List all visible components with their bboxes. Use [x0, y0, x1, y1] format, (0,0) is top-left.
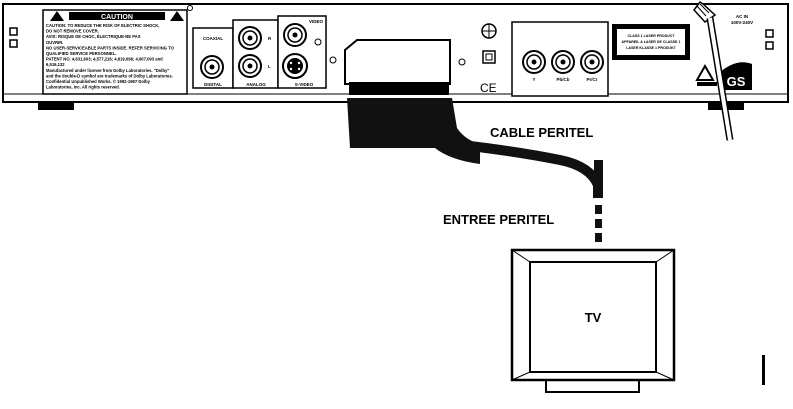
cable-bend: [469, 141, 603, 198]
double-insulation-icon: [482, 50, 496, 64]
caution-text-line: 6,516,132: [46, 62, 65, 67]
tv-label: TV: [585, 310, 602, 325]
analog-audio-jacks: R L ANALOG: [232, 19, 279, 89]
panel-foot-left: [38, 100, 74, 110]
warning-triangle-right-icon: [170, 11, 184, 21]
ac-voltage-label: 100V-240V: [731, 20, 753, 25]
scart-cable: [347, 82, 603, 242]
caution-text-line: and the double-D symbol are trademarks o…: [46, 73, 173, 78]
caution-text-line: Manufactured under license from Dolby La…: [46, 68, 169, 73]
cable-dash-1: [595, 205, 602, 214]
caution-text-line: OUVRIR.: [46, 40, 63, 45]
svideo-label: S-VIDEO: [295, 82, 314, 87]
television: TV: [510, 248, 676, 393]
cable-dash-2: [595, 219, 602, 228]
ce-mark-icon: CE: [480, 81, 497, 95]
ac-in-label: AC IN: [736, 14, 748, 19]
caution-text-line: Laboratories, Inc. All rights reserved.: [46, 85, 120, 90]
caution-text-line: AVIS: RISQUE DE CHOC, ÉLECTRIQUE-NE PAS: [46, 34, 141, 39]
player-back-panel: CAUTION CAUTION: TO REDUCE THE RISK OF E…: [2, 0, 789, 141]
warning-triangle-left-icon: [50, 11, 64, 21]
laser-line-3: LASER KLASSE 1 PRODUKT: [626, 46, 676, 50]
mounting-slot-right-icon: [765, 29, 774, 50]
scart-plug-body: [347, 98, 480, 164]
laser-class-label: CLASS 1 LASER PRODUCT APPAREIL A LASER D…: [612, 24, 690, 60]
digital-coaxial-jack: COAXIAL DIGITAL: [192, 27, 234, 89]
analog-l-label: L: [268, 64, 271, 69]
analog-label: ANALOG: [246, 82, 266, 87]
caution-title: CAUTION: [101, 14, 133, 21]
component-pr-label: Pr/Cr: [586, 77, 597, 82]
component-y-label: Y: [532, 77, 535, 82]
scart-socket: [344, 39, 451, 85]
digital-label: DIGITAL: [204, 82, 222, 87]
recycle-triangle-icon: [695, 63, 717, 86]
caution-text-line: CAUTION: TO REDUCE THE RISK OF ELECTRIC …: [46, 23, 159, 28]
power-cord: [693, 0, 734, 141]
gs-mark-icon: GS: [720, 62, 752, 90]
cable-peritel-label: CABLE PERITEL: [490, 125, 593, 140]
caution-text-line: Confidential Unpublished Works. © 1992-1…: [46, 79, 151, 84]
cable-dash-3: [595, 233, 602, 242]
laser-line-2: APPAREIL A LASER DE CLASSE 1: [622, 40, 681, 44]
tv-screen: [529, 261, 657, 373]
component-pb-label: Pb/Cb: [557, 77, 570, 82]
scart-plug-head: [349, 82, 449, 98]
laser-line-1: CLASS 1 LASER PRODUCT: [627, 34, 675, 38]
caution-text-line: PATENT NO. 4,631,603; 4,577,216; 4,819,0…: [46, 57, 163, 62]
video-label: VIDEO: [309, 19, 324, 24]
coaxial-label: COAXIAL: [203, 36, 224, 41]
caution-text-line: NO USER-SERVICEABLE PARTS INSIDE. REFER …: [46, 45, 175, 50]
mounting-slot-left-icon: [9, 27, 18, 48]
fan-icon: [481, 23, 497, 39]
video-svideo-jacks: VIDEO S-VIDEO: [277, 15, 327, 89]
caution-label: CAUTION CAUTION: TO REDUCE THE RISK OF E…: [42, 9, 188, 95]
margin-bar: [762, 355, 765, 385]
component-video-jacks: Y Pb/Cb Pr/Cr: [511, 21, 609, 97]
gs-mark-text: GS: [727, 74, 746, 89]
entree-peritel-label: ENTREE PERITEL: [443, 212, 554, 227]
analog-r-label: R: [268, 36, 272, 41]
caution-text-line: DO NOT REMOVE COVER.: [46, 29, 99, 34]
caution-text-line: QUALIFIED SERVICE PERSONNEL.: [46, 51, 116, 56]
